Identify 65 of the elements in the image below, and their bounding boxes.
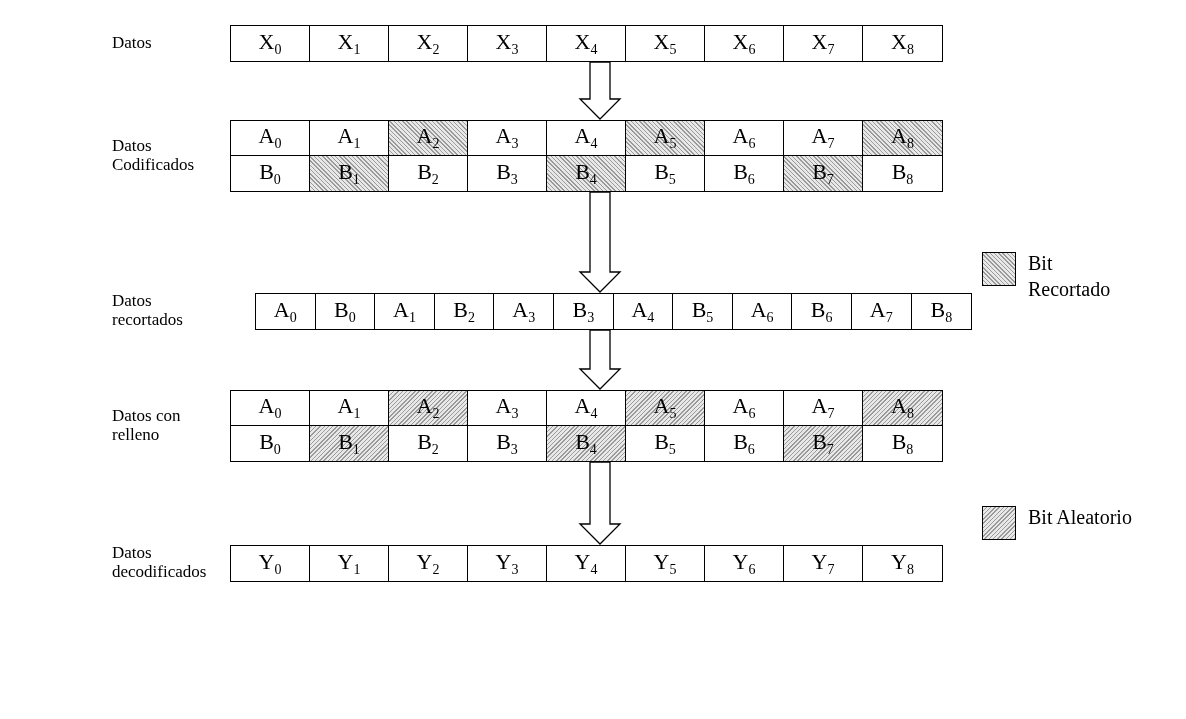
bit-cell: B$_{0}$ <box>315 294 376 329</box>
bit-cell: Y$_{8}$ <box>863 546 942 581</box>
bit-cell: A$_{3}$ <box>468 121 547 156</box>
legend-label: Bit Recortado <box>1028 251 1112 302</box>
bit-cell: A$_{8}$ <box>863 391 942 426</box>
block-arrow <box>578 329 622 390</box>
bit-cell: X$_{3}$ <box>468 26 547 61</box>
block-arrow <box>578 61 622 120</box>
bit-cell: A$_{2}$ <box>389 391 468 426</box>
bit-cell: B$_{2}$ <box>434 294 495 329</box>
bit-cell: X$_{4}$ <box>547 26 626 61</box>
bit-cell: B$_{5}$ <box>626 426 705 461</box>
bit-cell: B$_{6}$ <box>792 294 852 329</box>
block-arrow <box>578 191 622 293</box>
bit-cell: X$_{8}$ <box>863 26 942 61</box>
bit-cell: B$_{8}$ <box>863 156 942 191</box>
bit-cell: X$_{2}$ <box>389 26 468 61</box>
bit-cell: A$_{5}$ <box>626 391 705 426</box>
bit-cell: X$_{6}$ <box>705 26 784 61</box>
bit-cell: B$_{8}$ <box>911 294 972 329</box>
bit-cell: B$_{1}$ <box>310 426 389 461</box>
bit-cell: B$_{5}$ <box>673 294 733 329</box>
bit-cell: Y$_{1}$ <box>310 546 389 581</box>
bit-cell: Y$_{4}$ <box>547 546 626 581</box>
bit-cell: A$_{1}$ <box>375 294 435 329</box>
bit-cell: A$_{5}$ <box>626 121 705 156</box>
row-label: Datos <box>112 33 153 52</box>
bit-cell: X$_{0}$ <box>231 26 310 61</box>
bit-cell: A$_{7}$ <box>852 294 912 329</box>
bit-cell: A$_{2}$ <box>389 121 468 156</box>
bit-cell: B$_{8}$ <box>863 426 942 461</box>
bit-cell: Y$_{5}$ <box>626 546 705 581</box>
bit-cell: Y$_{6}$ <box>705 546 784 581</box>
bit-cell: A$_{6}$ <box>705 391 784 426</box>
bit-cell: Y$_{2}$ <box>389 546 468 581</box>
bit-cell: B$_{7}$ <box>784 426 863 461</box>
row-label: Datos decodificados <box>112 543 208 581</box>
bit-cell: B$_{2}$ <box>389 156 468 191</box>
bit-cell: B$_{4}$ <box>547 426 626 461</box>
bit-cell: Y$_{3}$ <box>468 546 547 581</box>
bit-cell: A$_{0}$ <box>231 121 310 156</box>
bit-cell: B$_{5}$ <box>626 156 705 191</box>
bit-cell: A$_{4}$ <box>613 294 674 329</box>
bit-cell: B$_{3}$ <box>554 294 614 329</box>
bit-cell: B$_{4}$ <box>547 156 626 191</box>
legend-label: Bit Aleatorio <box>1028 505 1133 530</box>
bit-cell: X$_{1}$ <box>310 26 389 61</box>
bit-cell: X$_{5}$ <box>626 26 705 61</box>
bit-cell: A$_{0}$ <box>231 391 310 426</box>
row-label: Datos recortados <box>112 291 184 329</box>
bit-cell: A$_{3}$ <box>494 294 554 329</box>
row-label: Datos Codificados <box>112 136 196 174</box>
bit-cell: A$_{3}$ <box>468 391 547 426</box>
bit-cell: B$_{2}$ <box>389 426 468 461</box>
bit-cell: A$_{8}$ <box>863 121 942 156</box>
bit-cell: A$_{6}$ <box>732 294 793 329</box>
row-label: Datos con relleno <box>112 406 182 444</box>
bit-cell: A$_{0}$ <box>256 294 316 329</box>
bit-cell: Y$_{0}$ <box>231 546 310 581</box>
bit-cell: B$_{1}$ <box>310 156 389 191</box>
bit-cell: X$_{7}$ <box>784 26 863 61</box>
bit-cell: A$_{6}$ <box>705 121 784 156</box>
bit-cell: B$_{7}$ <box>784 156 863 191</box>
bit-cell: Y$_{7}$ <box>784 546 863 581</box>
block-arrow <box>578 461 622 545</box>
